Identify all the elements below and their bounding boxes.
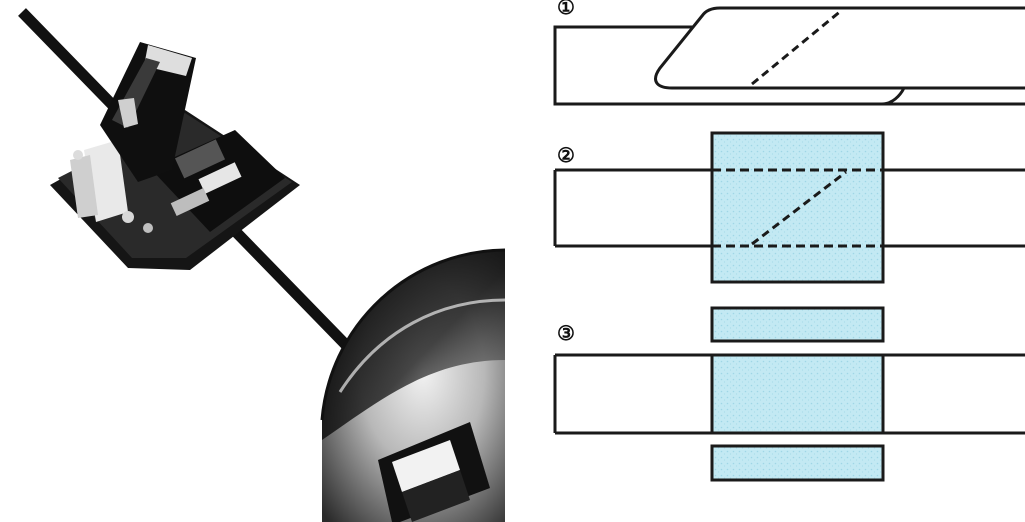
step-1-label: ① [557, 0, 575, 19]
step-3-trimmed-bottom [712, 446, 883, 480]
step-3-tape-patch [712, 355, 883, 433]
step-2-label: ② [557, 145, 575, 167]
step-3-trimmed-splice [555, 308, 1025, 480]
reel-icon [322, 250, 505, 522]
step-3-label: ③ [557, 323, 575, 345]
splicing-diagram: ① ② ③ [555, 0, 1025, 480]
caption-text [96, 488, 1025, 522]
step-1-overlap [555, 8, 1025, 104]
step-2-taped-splice [555, 133, 1025, 282]
step-3-trimmed-top [712, 308, 883, 341]
splicer-photo [22, 12, 505, 522]
